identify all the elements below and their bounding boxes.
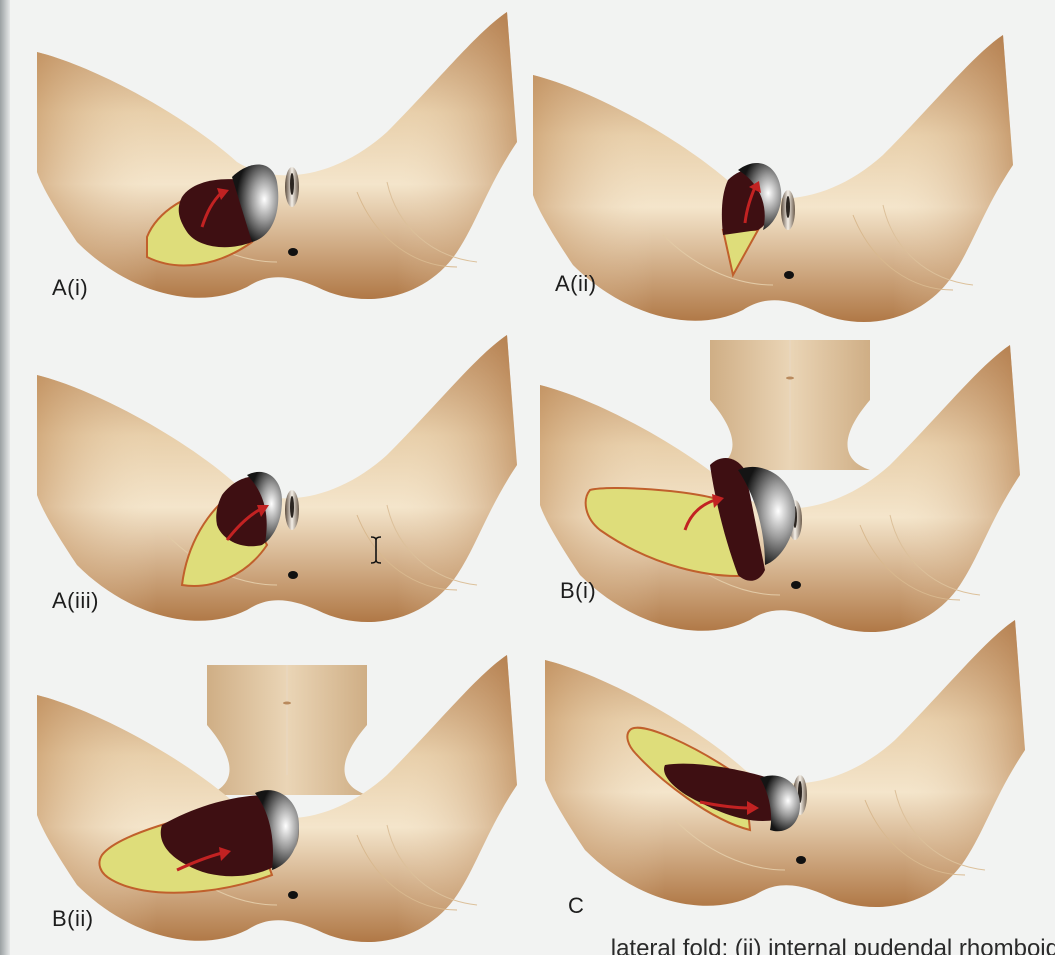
panel-b-ii bbox=[37, 655, 517, 942]
panel-label-a-ii: A(ii) bbox=[555, 271, 597, 297]
panel-a-i bbox=[37, 12, 517, 299]
caption-text: lateral fold; (ii) internal pudendal rho… bbox=[611, 935, 1055, 955]
panel-label-b-ii: B(ii) bbox=[52, 906, 94, 932]
caption: lateral fold; (ii) internal pudendal rho… bbox=[10, 935, 1055, 955]
panel-label-c: C bbox=[568, 893, 584, 919]
panel-a-iii bbox=[37, 335, 517, 622]
panel-a-ii bbox=[533, 35, 1013, 322]
panel-label-a-i: A(i) bbox=[52, 275, 88, 301]
panel-b-i bbox=[540, 340, 1020, 632]
panel-label-b-i: B(i) bbox=[560, 578, 596, 604]
panel-label-a-iii: A(iii) bbox=[52, 588, 99, 614]
panel-c bbox=[545, 620, 1025, 907]
